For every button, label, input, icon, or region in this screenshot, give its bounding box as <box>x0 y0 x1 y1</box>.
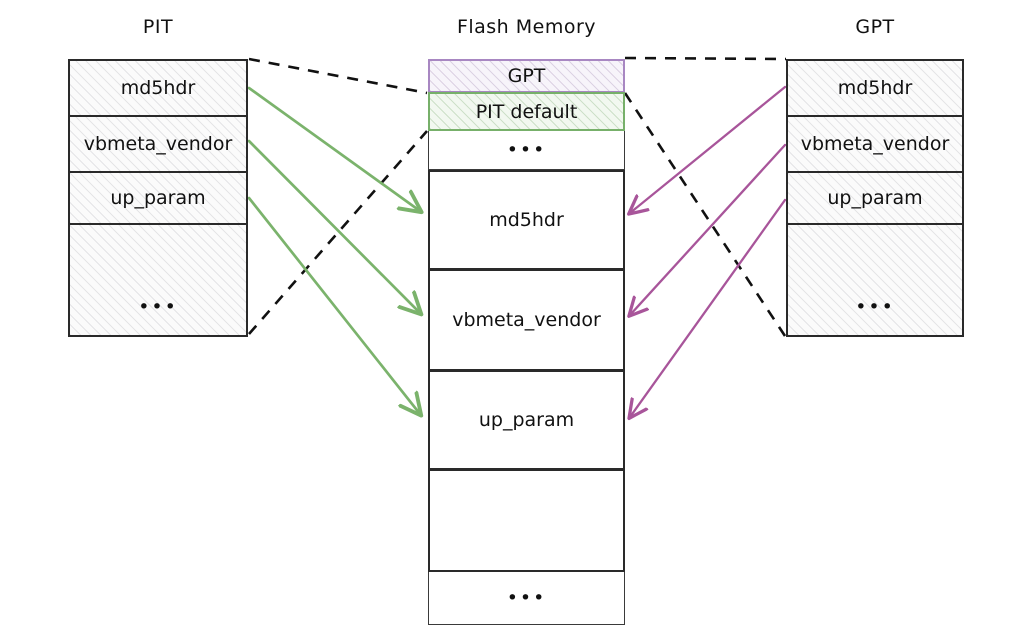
flash-row-ellipsis-top-label: ••• <box>506 138 547 161</box>
flash-row-ellipsis-bottom-label: ••• <box>506 586 547 609</box>
pit-row-vbmeta-vendor-label: vbmeta_vendor <box>83 133 233 155</box>
flash-row-pit-default-label: PIT default <box>475 100 578 123</box>
flash-row-up-param-label: up_param <box>478 409 575 431</box>
arrow-pit-md5hdr <box>247 86 420 211</box>
flash-row-md5hdr: md5hdr <box>428 170 625 270</box>
flash-row-gpt-label: GPT <box>507 65 546 87</box>
flash-row-ellipsis-bottom: ••• <box>428 572 625 625</box>
pit-row-md5hdr-label: md5hdr <box>120 77 196 99</box>
flash-table: GPT PIT default ••• md5hdr vbmeta_vendor… <box>428 59 625 625</box>
gpt-row-vbmeta-vendor: vbmeta_vendor <box>788 117 962 173</box>
gpt-row-up-param-label: up_param <box>827 187 923 209</box>
arrow-pit-vbmeta-vendor <box>247 139 420 313</box>
pit-row-ellipsis: ••• <box>70 225 246 335</box>
dashed-guide-gpt <box>623 56 787 337</box>
gpt-row-md5hdr-label: md5hdr <box>837 77 913 99</box>
dashed-guide-pit <box>248 57 428 335</box>
gpt-row-md5hdr: md5hdr <box>788 61 962 117</box>
flash-row-up-param: up_param <box>428 370 625 470</box>
pit-row-up-param-label: up_param <box>110 187 206 209</box>
gpt-table: md5hdr vbmeta_vendor up_param ••• <box>786 59 964 337</box>
arrows-pit-to-flash <box>247 86 420 414</box>
flash-row-ellipsis-top: ••• <box>428 131 625 170</box>
pit-table: md5hdr vbmeta_vendor up_param ••• <box>68 59 248 337</box>
gpt-row-ellipsis: ••• <box>788 225 962 335</box>
flash-row-gpt: GPT <box>428 59 625 93</box>
flash-row-pit-default: PIT default <box>428 92 625 131</box>
arrow-gpt-up-param <box>630 198 787 417</box>
arrow-gpt-vbmeta-vendor <box>630 143 787 315</box>
gpt-title: GPT <box>855 16 895 38</box>
arrow-pit-up-param <box>247 196 420 414</box>
gpt-row-vbmeta-vendor-label: vbmeta_vendor <box>800 133 950 155</box>
flash-row-vbmeta-vendor: vbmeta_vendor <box>428 269 625 371</box>
flash-title: Flash Memory <box>456 16 597 38</box>
arrows-gpt-to-flash <box>630 85 787 417</box>
pit-row-vbmeta-vendor: vbmeta_vendor <box>70 117 246 173</box>
arrow-gpt-md5hdr <box>630 85 787 213</box>
pit-row-up-param: up_param <box>70 173 246 225</box>
pit-row-md5hdr: md5hdr <box>70 61 246 117</box>
flash-row-vbmeta-vendor-label: vbmeta_vendor <box>452 309 601 331</box>
gpt-row-up-param: up_param <box>788 173 962 225</box>
flash-row-md5hdr-label: md5hdr <box>489 209 564 231</box>
pit-row-ellipsis-label: ••• <box>138 296 178 318</box>
pit-title: PIT <box>142 16 174 38</box>
gpt-row-ellipsis-label: ••• <box>855 296 895 318</box>
flash-row-empty <box>428 469 625 572</box>
